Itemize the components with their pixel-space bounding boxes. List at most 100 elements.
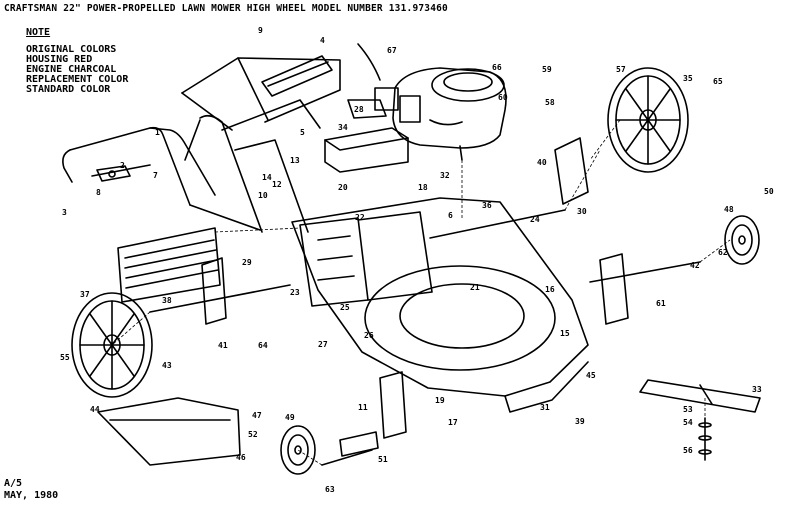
note-line: HOUSING RED bbox=[26, 54, 93, 65]
throttle-control bbox=[347, 43, 387, 119]
callout: 55 bbox=[60, 353, 70, 362]
callout: 8 bbox=[96, 188, 101, 197]
callout: 15 bbox=[560, 329, 570, 338]
footer-code: A/5 bbox=[4, 478, 23, 489]
callout: 46 bbox=[236, 453, 246, 462]
callout: 35 bbox=[683, 74, 693, 83]
callout: 5 bbox=[300, 128, 305, 137]
callout: 23 bbox=[290, 288, 300, 297]
handle-control-bar bbox=[96, 165, 131, 182]
callout: 10 bbox=[258, 191, 268, 200]
callout: 29 bbox=[242, 258, 252, 267]
callout: 59 bbox=[542, 65, 552, 74]
rear-axle bbox=[149, 209, 701, 313]
callout: 27 bbox=[318, 340, 328, 349]
callout: 1 bbox=[155, 128, 160, 137]
discharge-deflector bbox=[97, 397, 241, 466]
callout: 57 bbox=[616, 65, 626, 74]
note-line: STANDARD COLOR bbox=[26, 84, 111, 95]
callout: 6 bbox=[448, 211, 453, 220]
note-heading: NOTE bbox=[26, 27, 51, 38]
callout: 49 bbox=[285, 413, 295, 422]
fuel-tank-cover bbox=[324, 127, 409, 173]
callout: 28 bbox=[354, 105, 364, 114]
callout: 21 bbox=[470, 283, 480, 292]
callout: 53 bbox=[683, 405, 693, 414]
callout: 67 bbox=[387, 46, 397, 55]
engine bbox=[392, 67, 507, 161]
callout: 11 bbox=[358, 403, 368, 412]
callout: 52 bbox=[248, 430, 258, 439]
callout: 9 bbox=[258, 26, 263, 35]
callout: 34 bbox=[338, 123, 348, 132]
callout: 16 bbox=[545, 285, 555, 294]
callout: 64 bbox=[258, 341, 268, 350]
rear-baffle bbox=[117, 227, 221, 303]
callout: 17 bbox=[448, 418, 458, 427]
callout: 12 bbox=[272, 180, 282, 189]
drive-gearbox bbox=[299, 211, 433, 307]
callout: 3 bbox=[62, 208, 67, 217]
front-axle-spindle bbox=[321, 431, 379, 466]
note-list: ORIGINAL COLORS HOUSING RED ENGINE CHARC… bbox=[26, 45, 128, 95]
callout: 25 bbox=[340, 303, 350, 312]
callout: 62 bbox=[718, 248, 728, 257]
callout: 24 bbox=[530, 215, 540, 224]
grass-bag-frame bbox=[181, 57, 341, 131]
callout: 7 bbox=[153, 171, 158, 180]
callout: 32 bbox=[440, 171, 450, 180]
height-adjuster-right bbox=[554, 137, 629, 325]
handle-lower bbox=[184, 99, 321, 233]
callout: 22 bbox=[355, 213, 365, 222]
callout: 13 bbox=[290, 156, 300, 165]
callout: 61 bbox=[656, 299, 666, 308]
callout: 38 bbox=[162, 296, 172, 305]
rear-wheel-right bbox=[607, 67, 689, 173]
front-wheel-right bbox=[724, 215, 760, 265]
callout: 43 bbox=[162, 361, 172, 370]
callout: 54 bbox=[683, 418, 693, 427]
callout: 45 bbox=[586, 371, 596, 380]
callout: 47 bbox=[252, 411, 262, 420]
footer-date: MAY, 1980 bbox=[4, 490, 59, 501]
muffler bbox=[374, 87, 399, 111]
callout: 2 bbox=[120, 161, 125, 170]
callout: 58 bbox=[545, 98, 555, 107]
callout: 40 bbox=[537, 158, 547, 167]
callout: 39 bbox=[575, 417, 585, 426]
callout: 26 bbox=[364, 331, 374, 340]
leader-lines bbox=[111, 119, 731, 466]
note-line: REPLACEMENT COLOR bbox=[26, 74, 129, 85]
callout: 63 bbox=[325, 485, 335, 494]
callout: 41 bbox=[218, 341, 228, 350]
front-wheel-left bbox=[280, 425, 316, 475]
callout: 36 bbox=[482, 201, 492, 210]
callout: 30 bbox=[577, 207, 587, 216]
callout: 51 bbox=[378, 455, 388, 464]
callout: 50 bbox=[764, 187, 774, 196]
callout: 19 bbox=[435, 396, 445, 405]
note-line: ORIGINAL COLORS bbox=[26, 44, 117, 55]
height-adjuster-left bbox=[201, 257, 407, 439]
blade bbox=[639, 379, 761, 413]
footer: A/5 MAY, 1980 bbox=[4, 478, 58, 502]
callout: 33 bbox=[752, 385, 762, 394]
mower-deck bbox=[291, 197, 589, 413]
callout: 56 bbox=[683, 446, 693, 455]
callout: 31 bbox=[540, 403, 550, 412]
grass-bag-handle bbox=[261, 55, 333, 97]
handle-upper bbox=[62, 126, 216, 206]
callout: 20 bbox=[338, 183, 348, 192]
callout: 44 bbox=[90, 405, 100, 414]
callout-labels: 1 2 3 4 5 6 7 8 9 10 11 12 13 14 15 16 1… bbox=[60, 26, 774, 494]
callout: 48 bbox=[724, 205, 734, 214]
callout: 37 bbox=[80, 290, 90, 299]
callout: 60 bbox=[498, 93, 508, 102]
callout: 14 bbox=[262, 173, 272, 182]
callout: 66 bbox=[492, 63, 502, 72]
callout: 18 bbox=[418, 183, 428, 192]
blade-hardware-stack bbox=[698, 417, 712, 461]
callout: 42 bbox=[690, 261, 700, 270]
diagram-title: CRAFTSMAN 22" POWER-PROPELLED LAWN MOWER… bbox=[4, 3, 448, 14]
